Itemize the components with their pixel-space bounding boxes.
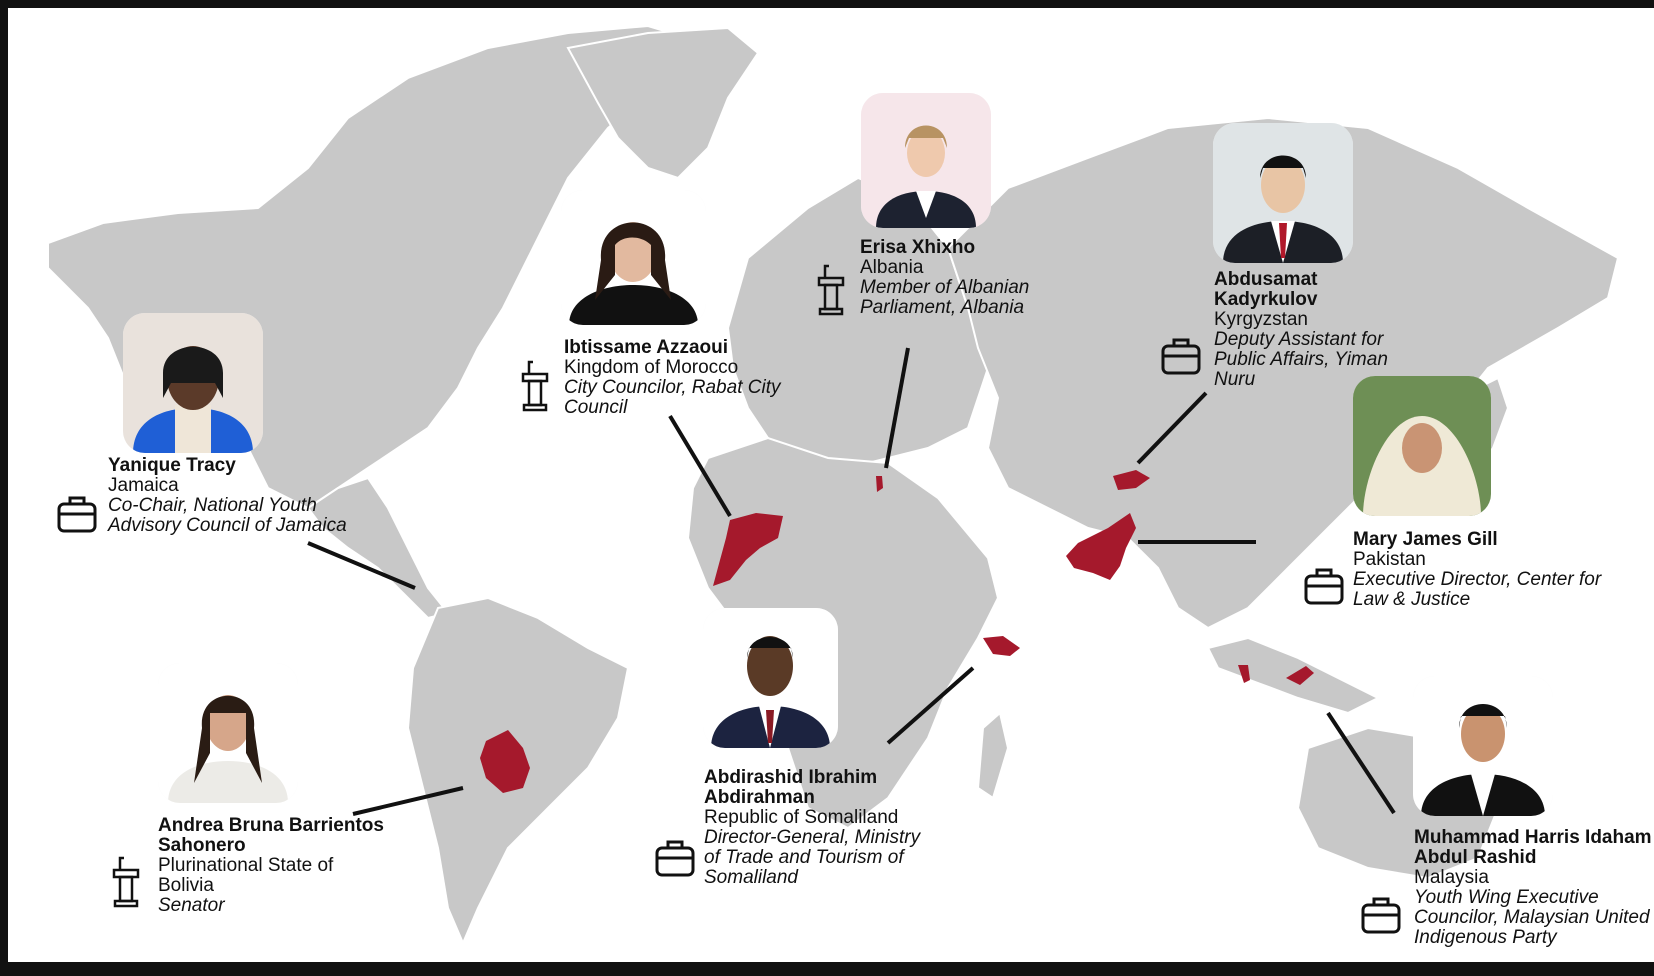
connector-jamaica <box>307 541 416 590</box>
person-role: Deputy Assistant for Public Affairs, Yim… <box>1214 329 1388 390</box>
person-country: Albania <box>860 257 924 278</box>
connector-malaysia <box>1326 711 1396 815</box>
person-country: Plurinational State of Bolivia <box>158 855 334 896</box>
person-name: Ibtissame Azzaoui <box>564 337 729 358</box>
person-country: Malaysia <box>1414 867 1489 888</box>
malaysia-highlight-borneo <box>1286 666 1314 685</box>
briefcase-icon <box>1304 568 1344 605</box>
person-role: Youth Wing Executive Councilor, Malaysia… <box>1414 887 1650 948</box>
person-name: Mary James Gill <box>1353 529 1498 550</box>
somaliland-highlight <box>983 636 1020 656</box>
person-name: Abdirashid Ibrahim Abdirahman <box>704 767 878 808</box>
person-country: Kyrgyzstan <box>1214 309 1308 330</box>
person-country: Jamaica <box>108 475 179 496</box>
person-name: Erisa Xhixho <box>860 237 976 258</box>
connector-kyrgyzstan <box>1136 391 1208 465</box>
person-card-andrea-bruna-barrientos-sahonero: Andrea Bruna Barrientos Sahonero Plurina… <box>158 816 388 916</box>
briefcase-icon <box>1361 897 1401 934</box>
photo-andrea-bruna-barrientos-sahonero <box>158 663 298 803</box>
madagascar-landmass <box>976 711 1010 800</box>
person-card-yanique-tracy: Yanique Tracy Jamaica Co-Chair, National… <box>108 456 348 536</box>
greenland-landmass <box>566 26 760 180</box>
photo-yanique-tracy <box>123 313 263 453</box>
person-card-ibtissame-azzaoui: Ibtissame Azzaoui Kingdom of Morocco Cit… <box>564 338 794 418</box>
person-role: City Councilor, Rabat City Council <box>564 377 781 418</box>
person-card-mary-james-gill: Mary James Gill Pakistan Executive Direc… <box>1353 530 1623 610</box>
person-role: Executive Director, Center for Law & Jus… <box>1353 569 1602 610</box>
person-name: Abdusamat Kadyrkulov <box>1214 269 1318 310</box>
photo-abdusamat-kadyrkulov <box>1213 123 1353 263</box>
morocco-highlight <box>713 513 783 586</box>
photo-erisa-xhixho <box>861 93 991 228</box>
person-country: Kingdom of Morocco <box>564 357 739 378</box>
person-name: Muhammad Harris Idaham Abdul Rashid <box>1414 827 1652 868</box>
briefcase-icon <box>57 496 97 533</box>
person-card-abdusamat-kadyrkulov: Abdusamat Kadyrkulov Kyrgyzstan Deputy A… <box>1214 270 1404 390</box>
briefcase-icon <box>655 840 695 877</box>
malaysia-highlight-peninsula <box>1238 665 1250 683</box>
person-country: Pakistan <box>1353 549 1426 570</box>
photo-abdirashid-ibrahim-abdirahman <box>703 608 838 748</box>
person-role: Director-General, Ministry of Trade and … <box>704 827 921 888</box>
podium-icon <box>817 264 845 316</box>
person-card-erisa-xhixho: Erisa Xhixho Albania Member of Albanian … <box>860 238 1060 318</box>
connector-bolivia <box>352 786 464 816</box>
connector-morocco <box>668 414 732 518</box>
person-name: Yanique Tracy <box>108 455 236 476</box>
bolivia-highlight <box>480 730 530 793</box>
person-card-abdirashid-ibrahim-abdirahman: Abdirashid Ibrahim Abdirahman Republic o… <box>704 768 929 888</box>
pakistan-highlight <box>1066 513 1136 580</box>
photo-muhammad-harris-idaham-abdul-rashid <box>1413 676 1553 816</box>
podium-icon <box>521 360 549 412</box>
person-country: Republic of Somaliland <box>704 807 899 828</box>
podium-icon <box>112 856 140 908</box>
connector-somaliland <box>886 666 975 745</box>
person-role: Member of Albanian Parliament, Albania <box>860 277 1030 318</box>
person-name: Andrea Bruna Barrientos Sahonero <box>158 815 384 856</box>
asia-landmass <box>946 116 1620 630</box>
person-role: Senator <box>158 895 225 916</box>
photo-mary-james-gill <box>1353 376 1491 516</box>
kyrgyzstan-highlight <box>1113 470 1150 490</box>
briefcase-icon <box>1161 338 1201 375</box>
albania-highlight <box>876 476 883 492</box>
connector-albania <box>884 347 910 469</box>
photo-ibtissame-azzaoui <box>561 190 706 325</box>
person-card-muhammad-harris-idaham-abdul-rashid: Muhammad Harris Idaham Abdul Rashid Mala… <box>1414 828 1654 948</box>
person-role: Co-Chair, National Youth Advisory Counci… <box>108 495 347 536</box>
